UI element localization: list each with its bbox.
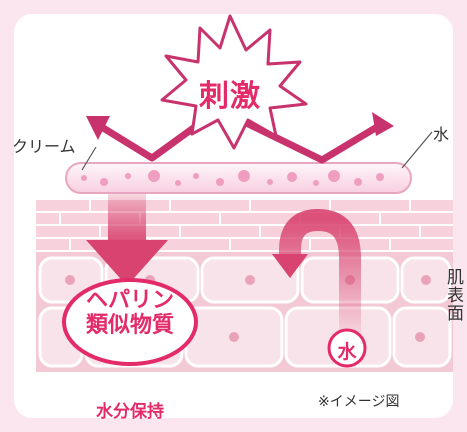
cream-label: クリーム [12,137,76,156]
water-label: 水 [433,125,450,144]
water-retention-arrow [272,208,361,340]
irritation-label: 刺激 [199,79,261,114]
heparin-badge [62,278,198,366]
image-note: ※イメージ図 [318,394,400,410]
skin-surface-label: 肌表面 [443,268,463,322]
water-badge [327,328,367,368]
water-badge-label: 水 [337,341,357,363]
deflection-arrows [96,112,386,164]
leader-lines [81,131,433,171]
irritation-burst [160,14,308,150]
moisture-retention-label: 水分保持 [96,402,164,422]
heparin-label: ヘパリン 類似物質 [85,288,174,338]
cream-layer [65,162,412,194]
deflection-arrowheads [86,112,394,140]
